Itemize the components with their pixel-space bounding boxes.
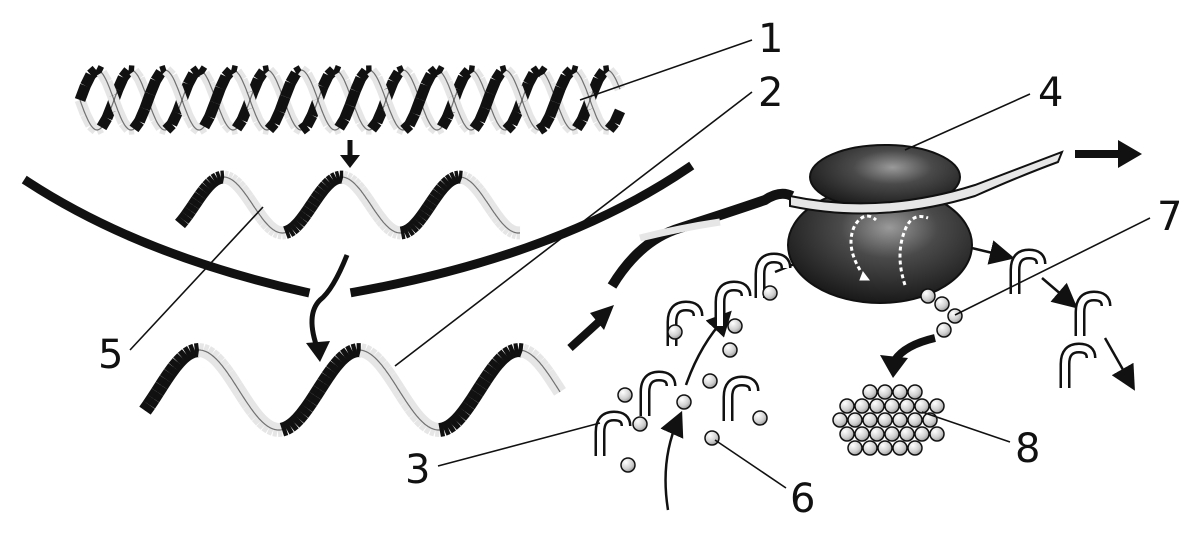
amino-acid-icon — [899, 398, 915, 414]
nuclear-membrane-right — [349, 161, 695, 298]
label-4: 4 — [1038, 70, 1063, 116]
amino-acid-icon — [892, 384, 908, 400]
amino-acid-icon — [854, 426, 870, 442]
leader-lines — [129, 39, 1151, 489]
amino-acid-icon — [862, 384, 878, 400]
amino-acid-icon — [892, 440, 908, 456]
amino-acid-icon — [854, 398, 870, 414]
arrow-export — [309, 254, 350, 351]
trna-icon — [1077, 292, 1109, 336]
trna-in-ribosome — [849, 214, 929, 286]
label-1: 1 — [758, 16, 783, 62]
number-labels: 1 2 3 4 5 6 7 8 — [98, 16, 1182, 522]
amino-acid-icon — [617, 387, 633, 403]
amino-acid-icon — [936, 322, 952, 338]
amino-acid-icon — [847, 412, 863, 428]
amino-acid-icon — [934, 296, 950, 312]
trna-icon — [642, 372, 674, 416]
nuclear-membrane-left — [21, 175, 311, 298]
label-7: 7 — [1157, 194, 1182, 240]
amino-acid-icon — [667, 324, 683, 340]
label-8: 8 — [1015, 426, 1040, 472]
amino-acid-icon — [869, 426, 885, 442]
amino-acid-icon — [907, 440, 923, 456]
label-5: 5 — [98, 332, 123, 378]
amino-acid-icon — [762, 285, 778, 301]
amino-acid-icon — [907, 412, 923, 428]
amino-acid-icon — [839, 398, 855, 414]
mrna-cytoplasm — [139, 343, 566, 437]
arrow-protein-fold — [891, 334, 936, 363]
amino-acid-icon — [862, 440, 878, 456]
arrow-trna-release-2 — [1103, 337, 1135, 391]
amino-acid-icon — [702, 373, 718, 389]
amino-acid-icon — [929, 426, 945, 442]
amino-acid-icon — [899, 426, 915, 442]
trna-icon — [725, 377, 757, 421]
amino-acid-icon — [884, 398, 900, 414]
label-2: 2 — [758, 70, 783, 116]
trna-icon — [1062, 344, 1094, 388]
amino-acid-icon — [884, 426, 900, 442]
amino-acid-icon — [722, 342, 738, 358]
amino-acid-icon — [676, 394, 692, 410]
amino-acid-icon — [877, 440, 893, 456]
mrna-in-nucleus — [175, 170, 521, 240]
amino-acid-icon — [620, 457, 636, 473]
trna-icon — [1012, 250, 1044, 294]
arrow-aa-loading — [660, 410, 684, 511]
amino-acid-icon — [704, 430, 720, 446]
amino-acids — [617, 285, 963, 473]
amino-acid-icon — [877, 412, 893, 428]
trna-icon — [597, 412, 629, 456]
trna-icon — [757, 254, 789, 298]
dna-double-helix — [74, 65, 626, 135]
trna-icon — [669, 302, 701, 346]
amino-acid-icon — [752, 410, 768, 426]
mrna-to-ribosome — [607, 188, 795, 289]
amino-acid-icon — [632, 416, 648, 432]
mrna-ribbon-through-ribosome — [789, 150, 1064, 215]
amino-acid-icon — [847, 440, 863, 456]
amino-acid-icon — [929, 398, 945, 414]
amino-acid-icon — [907, 384, 923, 400]
label-6: 6 — [790, 476, 815, 522]
amino-acid-icon — [862, 412, 878, 428]
amino-acid-icon — [914, 426, 930, 442]
amino-acid-icon — [947, 308, 963, 324]
amino-acid-icon — [832, 412, 848, 428]
trna-molecules — [594, 248, 1112, 456]
label-3: 3 — [405, 447, 430, 493]
trna-icon — [717, 282, 749, 326]
ribosome — [787, 144, 973, 304]
amino-acid-icon — [914, 398, 930, 414]
amino-acid-icon — [892, 412, 908, 428]
amino-acid-icon — [727, 318, 743, 334]
amino-acid-icon — [869, 398, 885, 414]
amino-acid-icon — [877, 384, 893, 400]
amino-acid-icon — [920, 288, 936, 304]
amino-acid-icon — [839, 426, 855, 442]
arrow-trna-release — [1041, 277, 1078, 309]
